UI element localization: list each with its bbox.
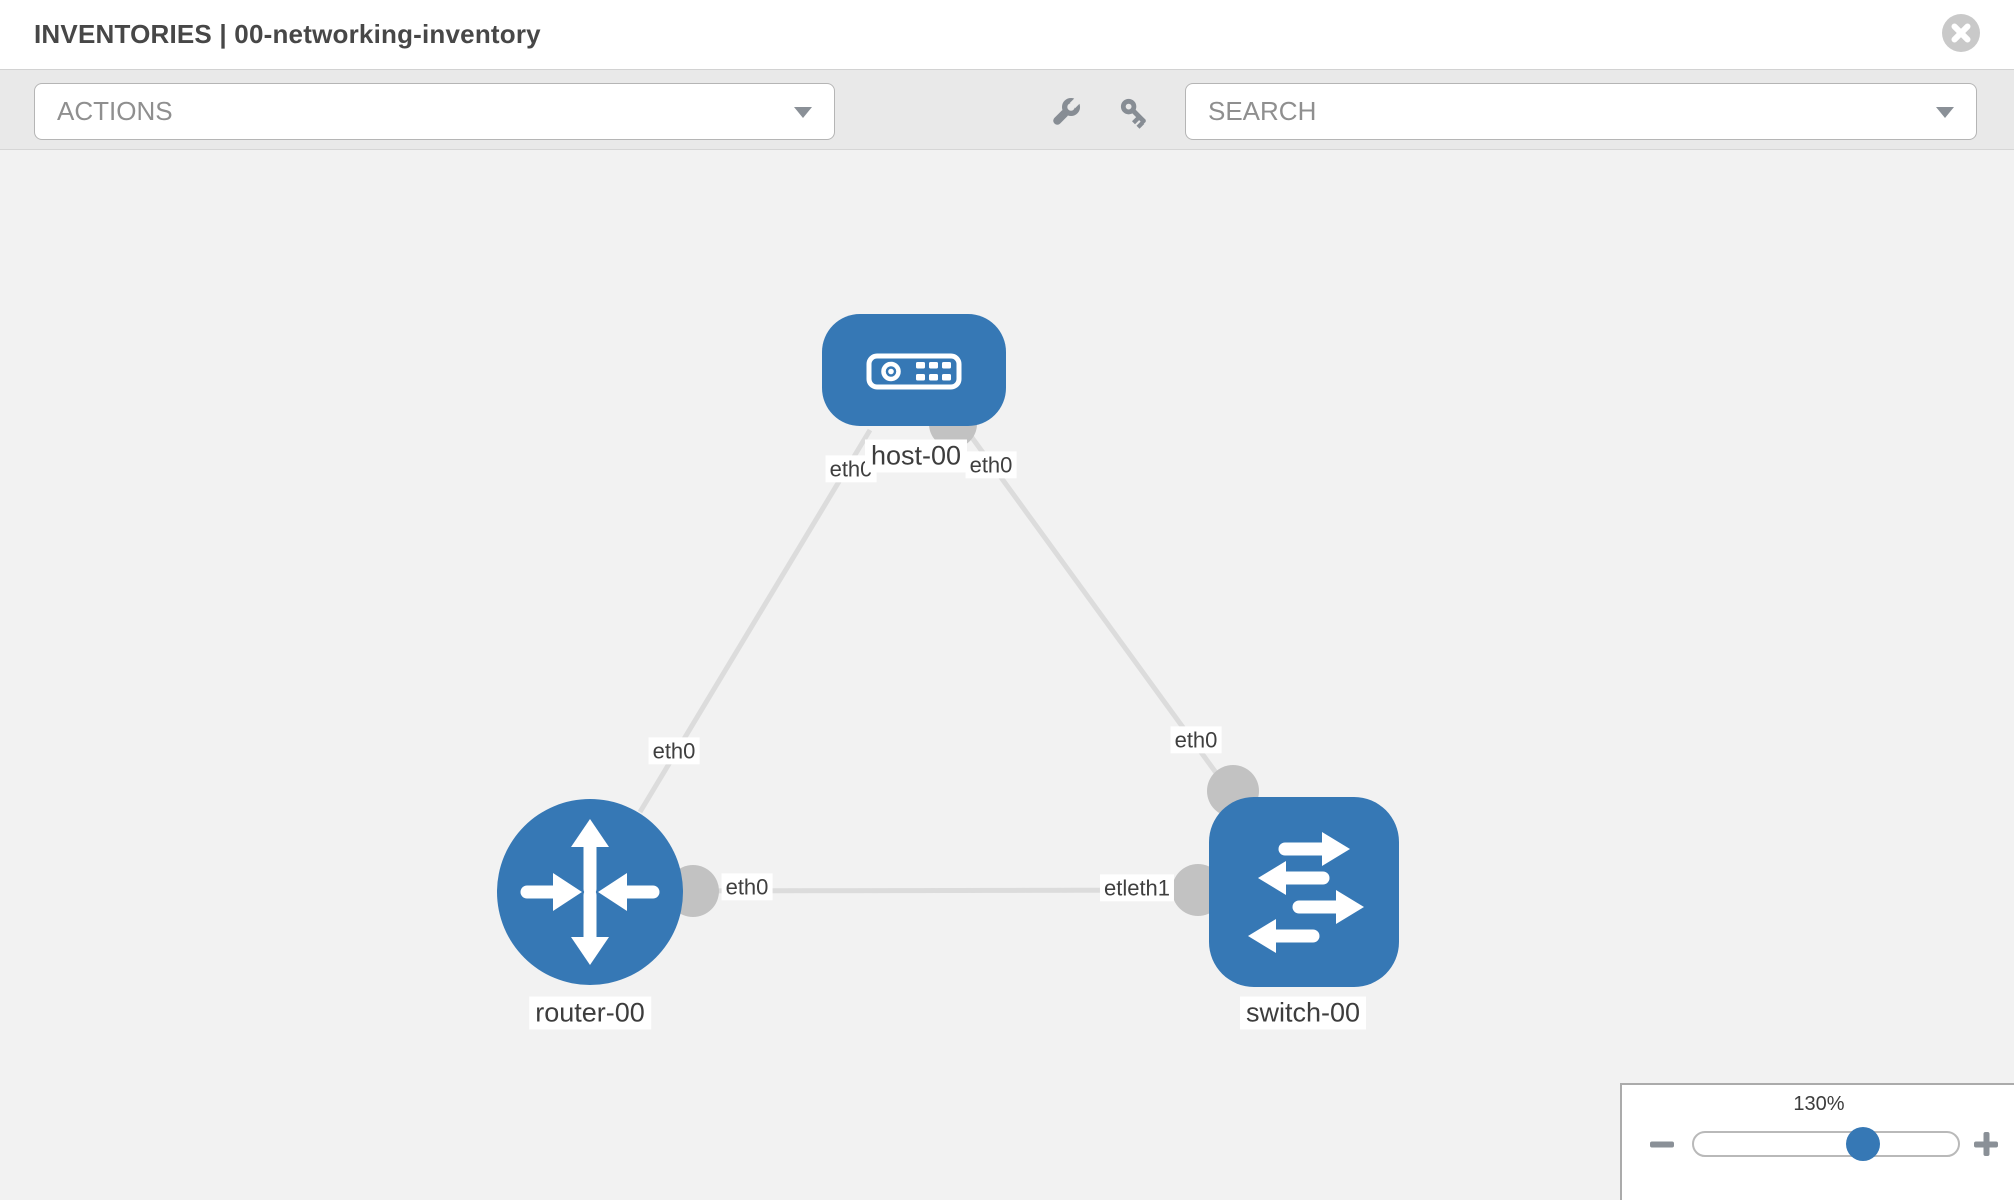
configure-button[interactable] — [1048, 95, 1083, 130]
toolbar: ACTIONS SEARCH — [0, 70, 2014, 150]
switch-icon — [1248, 832, 1364, 953]
zoom-panel: 130% — [1620, 1083, 2014, 1200]
zoom-slider[interactable] — [1692, 1127, 1960, 1161]
topology-canvas[interactable]: eth0 eth0 eth0 eth0 eth0 etleth1 host-00… — [0, 150, 2014, 1200]
router-node[interactable] — [497, 799, 683, 985]
zoom-out-button[interactable] — [1648, 1130, 1676, 1158]
router-node-label: router-00 — [529, 996, 651, 1030]
interface-label: etleth1 — [1099, 874, 1175, 902]
interface-label: eth0 — [965, 451, 1017, 479]
wrench-icon — [1053, 95, 1083, 125]
close-button[interactable] — [1941, 13, 1981, 53]
host-icon — [866, 353, 962, 390]
actions-dropdown[interactable]: ACTIONS — [34, 83, 835, 140]
caret-down-icon — [1936, 106, 1954, 118]
key-button[interactable] — [1118, 96, 1152, 130]
zoom-in-button[interactable] — [1972, 1130, 2000, 1158]
plus-icon — [1974, 1132, 1998, 1156]
search-dropdown[interactable]: SEARCH — [1185, 83, 1977, 140]
caret-down-icon — [794, 106, 812, 118]
zoom-level: 130% — [1793, 1093, 1845, 1115]
switch-node-label: switch-00 — [1239, 996, 1367, 1030]
minus-icon — [1650, 1141, 1674, 1148]
zoom-slider-thumb[interactable] — [1846, 1127, 1880, 1161]
interface-label: eth0 — [1170, 726, 1222, 754]
search-dropdown-label: SEARCH — [1208, 96, 1317, 126]
switch-node[interactable] — [1209, 797, 1399, 987]
interface-label: eth0 — [721, 873, 773, 901]
interface-label: eth0 — [648, 737, 700, 765]
header: INVENTORIES | 00-networking-inventory — [0, 0, 2014, 70]
key-icon — [1120, 98, 1146, 129]
router-icon — [520, 819, 660, 965]
actions-dropdown-label: ACTIONS — [57, 96, 173, 126]
close-icon — [1942, 14, 1980, 52]
page-title: INVENTORIES | 00-networking-inventory — [34, 19, 541, 49]
host-node[interactable] — [822, 314, 1006, 426]
host-node-label: host-00 — [864, 439, 968, 473]
